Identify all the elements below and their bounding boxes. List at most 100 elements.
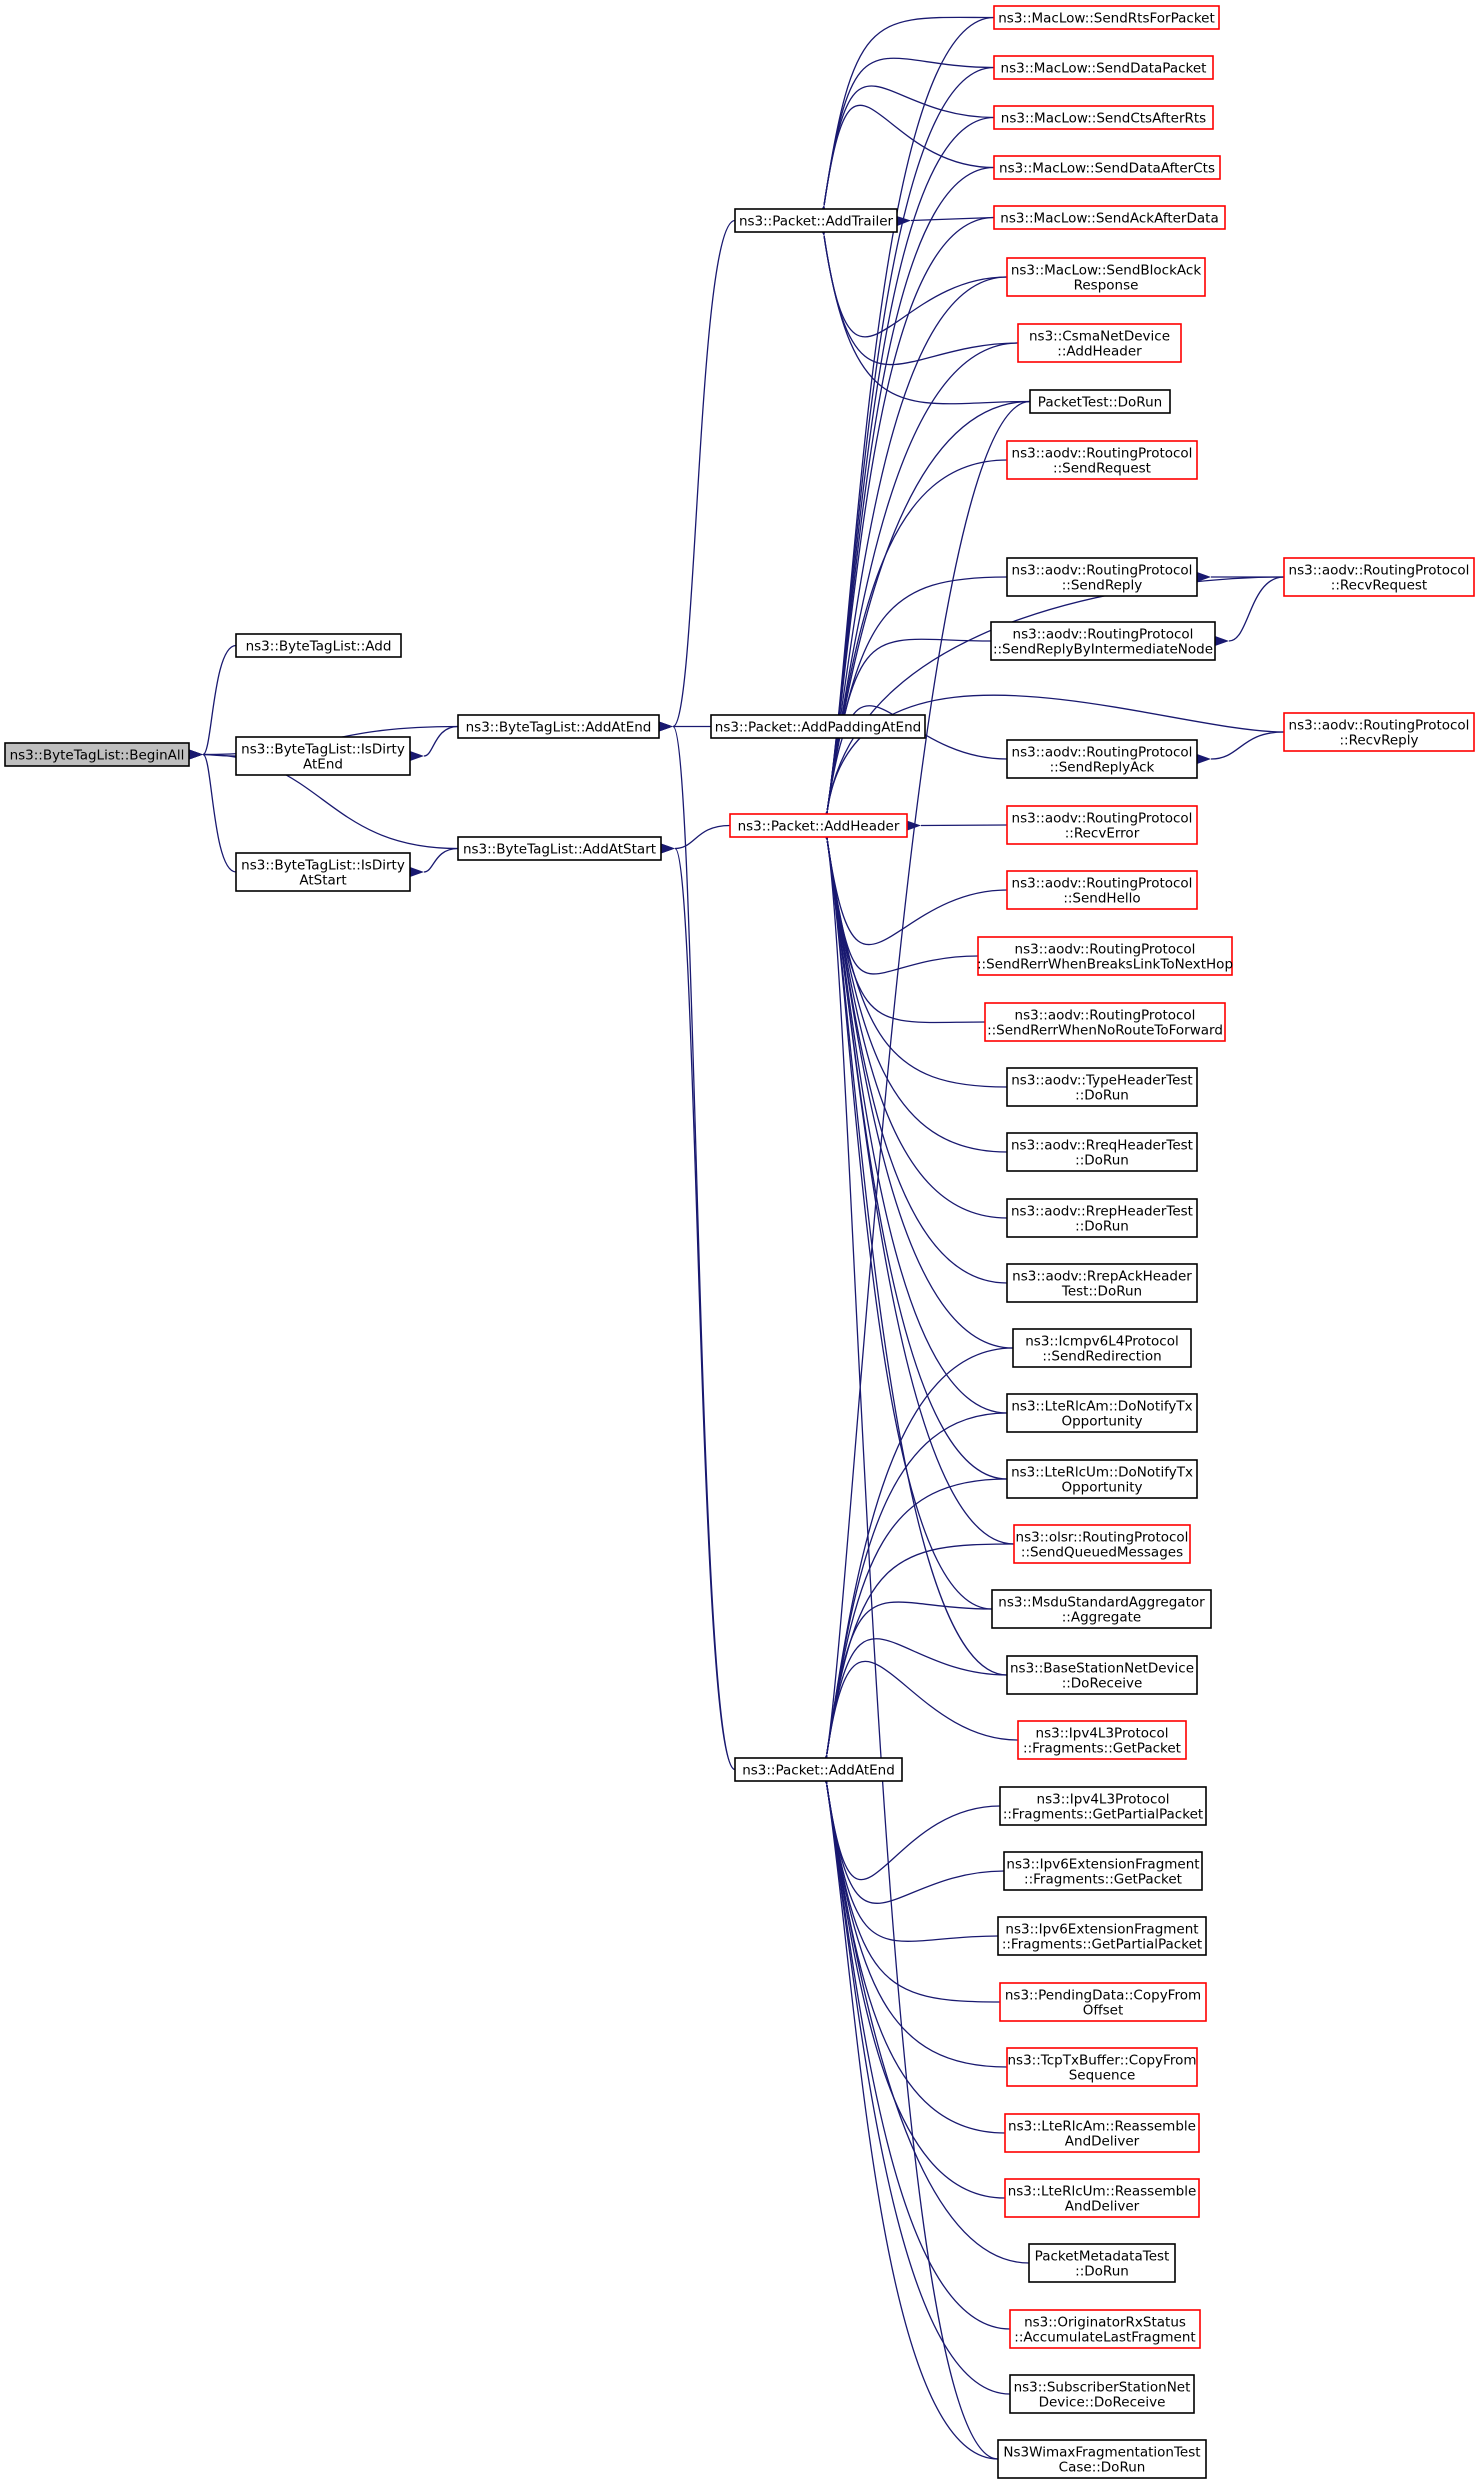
call-edge-t6-to-n6 (817, 221, 1019, 366)
node-label-line: ::RecvRequest (1331, 578, 1427, 594)
graph-node-e10[interactable]: ns3::SubscriberStationNetDevice::DoRecei… (1009, 2374, 1195, 2414)
node-box (993, 205, 1226, 230)
graph-node-e1[interactable]: ns3::Ipv4L3Protocol::Fragments::GetParti… (999, 1786, 1207, 1826)
graph-node-h3[interactable]: ns3::aodv::RoutingProtocol::SendReplyAck (1006, 739, 1198, 779)
node-label-line: ::SendRerrWhenNoRouteToForward (987, 1023, 1223, 1039)
graph-node-h4[interactable]: ns3::aodv::RoutingProtocol::RecvError (1006, 805, 1198, 845)
node-label-line: ns3::LteRlcAm::DoNotifyTx (1011, 1399, 1192, 1415)
node-box (991, 1589, 1212, 1629)
graph-node-n9[interactable]: ns3::Packet::AddAtEnd (734, 1757, 903, 1782)
call-edge-h15-to-n8 (820, 826, 1015, 1545)
graph-node-h8[interactable]: ns3::aodv::TypeHeaderTest::DoRun (1006, 1067, 1198, 1107)
call-edge-h17-to-n9 (819, 1638, 1008, 1769)
node-label-line: ::SendQueuedMessages (1021, 1545, 1183, 1561)
node-label-line: ::DoRun (1075, 1153, 1129, 1169)
graph-node-h0[interactable]: ns3::aodv::RoutingProtocol::SendRequest (1006, 440, 1198, 480)
graph-node-e3[interactable]: ns3::Ipv6ExtensionFragment::Fragments::G… (997, 1916, 1207, 1956)
call-edge-n1-to-n0 (188, 644, 237, 760)
graph-node-t2[interactable]: ns3::MacLow::SendCtsAfterRts (993, 105, 1214, 130)
graph-node-n4[interactable]: ns3::ByteTagList::AddAtEnd (457, 714, 660, 739)
graph-node-e0[interactable]: ns3::Ipv4L3Protocol::Fragments::GetPacke… (1017, 1720, 1187, 1760)
node-label-line: ::SendReplyByIntermediateNode (993, 642, 1213, 658)
graph-node-h12[interactable]: ns3::Icmpv6L4Protocol::SendRedirection (1012, 1328, 1192, 1368)
node-label-line: ns3::aodv::RrepHeaderTest (1011, 1204, 1193, 1220)
node-box (710, 714, 926, 739)
node-box (729, 813, 908, 838)
call-edge-n3-to-n0 (188, 749, 237, 873)
graph-node-r1[interactable]: ns3::aodv::RoutingProtocol::RecvReply (1283, 712, 1475, 752)
node-box (1283, 712, 1475, 752)
node-label-line: ::SendReplyAck (1050, 760, 1155, 776)
graph-node-n5[interactable]: ns3::ByteTagList::AddAtStart (457, 836, 662, 861)
graph-node-t4[interactable]: ns3::MacLow::SendAckAfterData (993, 205, 1226, 230)
node-label-line: ns3::aodv::RoutingProtocol (1015, 942, 1196, 958)
node-box (1006, 557, 1198, 597)
node-box (734, 1757, 903, 1782)
node-label-line: ns3::ByteTagList::IsDirty (241, 858, 405, 874)
graph-node-n6[interactable]: ns3::Packet::AddTrailer (734, 208, 898, 233)
graph-node-h1[interactable]: ns3::aodv::RoutingProtocol::SendReply (1006, 557, 1198, 597)
node-label-line: ns3::BaseStationNetDevice (1010, 1661, 1194, 1677)
node-box (1006, 1655, 1198, 1695)
node-label-line: ns3::Icmpv6L4Protocol (1025, 1334, 1179, 1350)
node-label-line: Offset (1083, 2003, 1124, 2019)
graph-node-h10[interactable]: ns3::aodv::RrepHeaderTest::DoRun (1006, 1198, 1198, 1238)
call-edge-n4-to-n2 (409, 725, 459, 762)
graph-node-h2[interactable]: ns3::aodv::RoutingProtocol::SendReplyByI… (990, 621, 1216, 661)
node-label-line: ns3::aodv::RoutingProtocol (1012, 745, 1193, 761)
graph-node-e9[interactable]: ns3::OriginatorRxStatus::AccumulateLastF… (1009, 2309, 1201, 2349)
call-edge-t3-to-n8 (820, 166, 995, 825)
graph-node-n8[interactable]: ns3::Packet::AddHeader (729, 813, 908, 838)
node-box (734, 208, 898, 233)
node-label-line: ns3::MsduStandardAggregator (998, 1595, 1205, 1611)
node-label-line: ::AccumulateLastFragment (1014, 2330, 1195, 2346)
call-edge-t1-to-n8 (820, 66, 995, 825)
node-box (997, 2439, 1207, 2479)
graph-node-t6[interactable]: ns3::CsmaNetDevice::AddHeader (1017, 323, 1182, 363)
graph-node-t7[interactable]: PacketTest::DoRun (1029, 389, 1171, 414)
graph-node-h5[interactable]: ns3::aodv::RoutingProtocol::SendHello (1006, 870, 1198, 910)
graph-node-n7[interactable]: ns3::Packet::AddPaddingAtEnd (710, 714, 926, 739)
graph-node-e8[interactable]: PacketMetadataTest::DoRun (1028, 2243, 1176, 2283)
node-box (990, 621, 1216, 661)
call-edge-t7-to-n9 (819, 400, 1031, 1769)
graph-node-h7[interactable]: ns3::aodv::RoutingProtocol::SendRerrWhen… (984, 1002, 1226, 1042)
call-edge-t2-to-n6 (817, 85, 995, 220)
node-label-line: ::RecvError (1065, 826, 1140, 842)
graph-node-r0[interactable]: ns3::aodv::RoutingProtocol::RecvRequest (1283, 557, 1475, 597)
node-label-line: ns3::aodv::RoutingProtocol (1012, 446, 1193, 462)
node-box (1017, 323, 1182, 363)
graph-node-n0[interactable]: ns3::ByteTagList::BeginAll (4, 742, 190, 767)
graph-node-n1[interactable]: ns3::ByteTagList::Add (235, 633, 402, 658)
graph-node-e2[interactable]: ns3::Ipv6ExtensionFragment::Fragments::G… (1003, 1851, 1203, 1891)
graph-node-t0[interactable]: ns3::MacLow::SendRtsForPacket (993, 5, 1220, 30)
node-label-line: ::DoRun (1075, 2264, 1129, 2280)
graph-node-h17[interactable]: ns3::BaseStationNetDevice::DoReceive (1006, 1655, 1198, 1695)
node-box (1006, 1393, 1198, 1433)
node-box (1006, 870, 1198, 910)
call-edge-h4-to-n8 (906, 820, 1008, 831)
graph-node-h16[interactable]: ns3::MsduStandardAggregator::Aggregate (991, 1589, 1212, 1629)
graph-node-h6[interactable]: ns3::aodv::RoutingProtocol::SendRerrWhen… (977, 936, 1233, 976)
graph-node-t1[interactable]: ns3::MacLow::SendDataPacket (993, 55, 1214, 80)
node-box (457, 714, 660, 739)
node-box (1009, 2374, 1195, 2414)
node-box (1004, 2178, 1200, 2218)
graph-node-t3[interactable]: ns3::MacLow::SendDataAfterCts (993, 155, 1221, 180)
graph-node-h15[interactable]: ns3::olsr::RoutingProtocol::SendQueuedMe… (1013, 1524, 1191, 1564)
graph-node-h9[interactable]: ns3::aodv::RreqHeaderTest::DoRun (1006, 1132, 1198, 1172)
node-layer: ns3::ByteTagList::BeginAllns3::ByteTagLi… (4, 5, 1475, 2479)
node-box (1017, 1720, 1187, 1760)
node-label-line: ::DoRun (1075, 1219, 1129, 1235)
